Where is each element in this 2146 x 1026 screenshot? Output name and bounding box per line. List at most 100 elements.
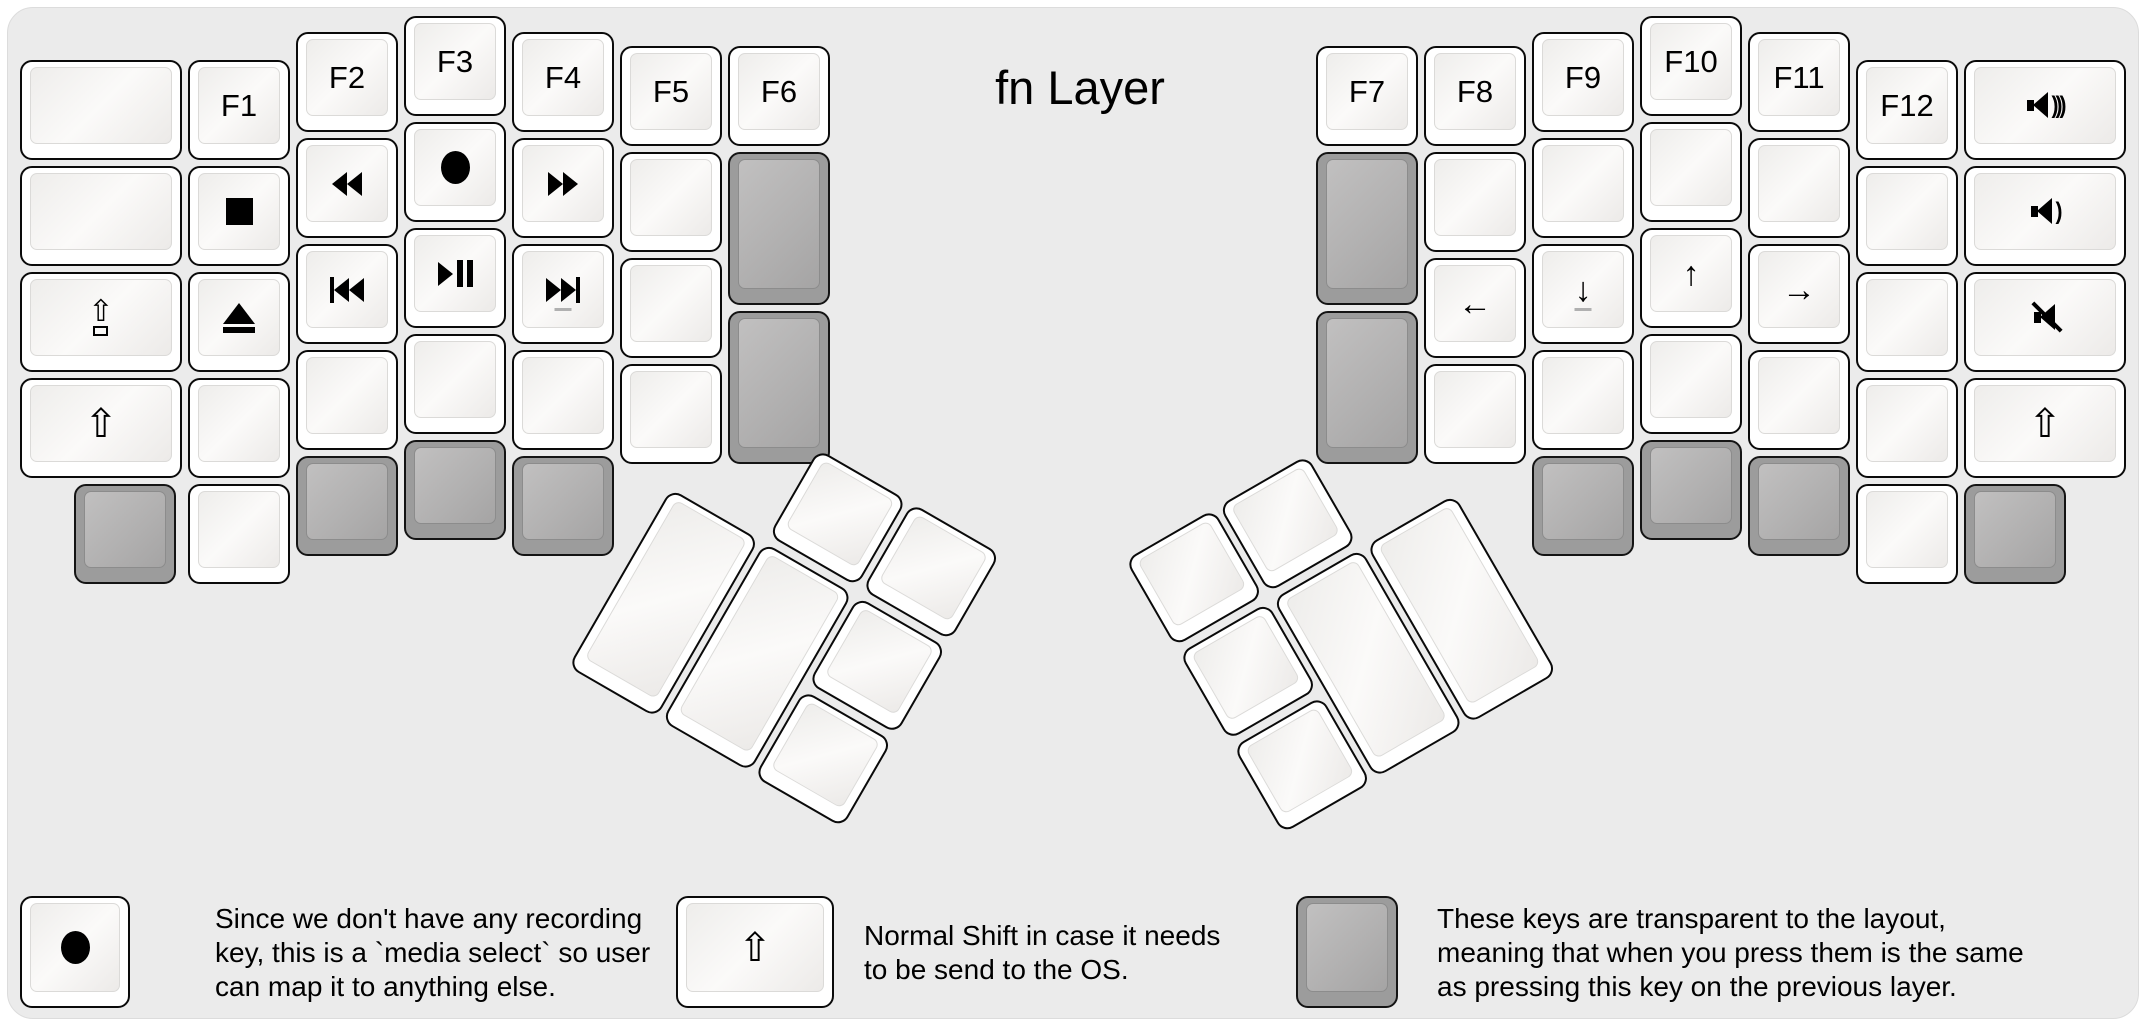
key-arrow-left[interactable]: ←: [1424, 258, 1526, 358]
keycap-top: [1326, 159, 1408, 289]
key-shift-left[interactable]: ⇧: [20, 378, 182, 478]
fast-forward-icon: [548, 171, 578, 196]
keycap-top: [1542, 145, 1624, 222]
key-shift-right[interactable]: ⇧: [1964, 378, 2126, 478]
key-rewind[interactable]: [296, 138, 398, 238]
key-blank[interactable]: [1856, 272, 1958, 372]
key-f10[interactable]: F10: [1640, 16, 1742, 116]
record-icon: [60, 931, 90, 964]
keycap-top: ⇧: [1974, 385, 2116, 462]
key-transparent[interactable]: [74, 484, 176, 584]
keycap-top: [84, 491, 166, 568]
key-transparent[interactable]: [1316, 152, 1418, 305]
key-blank[interactable]: [1748, 350, 1850, 450]
keycap-top: [414, 341, 496, 418]
key-blank[interactable]: [1856, 378, 1958, 478]
arrow-right-icon: →: [1782, 270, 1816, 309]
key-transparent[interactable]: [728, 152, 830, 305]
keycap-top: [1866, 279, 1948, 356]
key-blank[interactable]: [1748, 138, 1850, 238]
key-volume-down[interactable]: ): [1964, 166, 2126, 266]
key-f4[interactable]: F4: [512, 32, 614, 132]
key-f3[interactable]: F3: [404, 16, 506, 116]
key-blank[interactable]: [1856, 166, 1958, 266]
record-icon: [440, 151, 470, 184]
key-blank[interactable]: [1532, 138, 1634, 238]
key-caps-lock[interactable]: ⇧: [20, 272, 182, 372]
key-f8[interactable]: F8: [1424, 46, 1526, 146]
keycap-top: ): [1974, 173, 2116, 250]
keycap-top: [306, 357, 388, 434]
keycap-top: [1434, 371, 1516, 448]
key-label: F8: [1456, 73, 1494, 109]
keycap-top: ⇧: [30, 385, 172, 462]
shift-icon: ⇧: [84, 401, 118, 446]
key-volume-up[interactable]: ))): [1964, 60, 2126, 160]
keycap-top: F2: [306, 39, 388, 116]
key-f6[interactable]: F6: [728, 46, 830, 146]
key-label: F7: [1348, 73, 1386, 109]
keycap-top: F1: [198, 67, 280, 144]
key-next-track[interactable]: [512, 244, 614, 344]
key-eject[interactable]: [188, 272, 290, 372]
key-blank[interactable]: [1424, 152, 1526, 252]
key-blank[interactable]: [620, 152, 722, 252]
key-transparent[interactable]: [512, 456, 614, 556]
key-stop[interactable]: [188, 166, 290, 266]
key-f11[interactable]: F11: [1748, 32, 1850, 132]
key-f1[interactable]: F1: [188, 60, 290, 160]
keycap-top: F12: [1866, 67, 1948, 144]
key-blank[interactable]: [1640, 122, 1742, 222]
arrow-left-icon: ←: [1458, 284, 1492, 323]
key-arrow-down[interactable]: ↓: [1532, 244, 1634, 344]
key-transparent[interactable]: [296, 456, 398, 556]
key-transparent[interactable]: [1748, 456, 1850, 556]
keycap-top: [522, 357, 604, 434]
caps-lock-icon: ⇧: [88, 296, 114, 336]
key-transparent[interactable]: [728, 311, 830, 464]
next-track-icon: [546, 276, 580, 303]
key-transparent[interactable]: [1640, 440, 1742, 540]
key-f5[interactable]: F5: [620, 46, 722, 146]
key-blank[interactable]: [404, 334, 506, 434]
legend-note-normal-shift: Normal Shift in case it needs to be send…: [864, 919, 1220, 987]
keycap-top: [1542, 357, 1624, 434]
key-f7[interactable]: F7: [1316, 46, 1418, 146]
key-label: F4: [544, 59, 582, 95]
key-mute[interactable]: [1964, 272, 2126, 372]
keycap-top: [1866, 173, 1948, 250]
key-transparent[interactable]: [1532, 456, 1634, 556]
key-blank[interactable]: [188, 484, 290, 584]
key-arrow-up[interactable]: ↑: [1640, 228, 1742, 328]
key-blank[interactable]: [620, 258, 722, 358]
prev-track-icon: [330, 276, 364, 303]
legend-transparent-key: [1296, 896, 1398, 1008]
key-f12[interactable]: F12: [1856, 60, 1958, 160]
keycap-top: F4: [522, 39, 604, 116]
key-label: F10: [1664, 43, 1718, 79]
key-blank[interactable]: [620, 364, 722, 464]
key-label: F3: [436, 43, 474, 79]
key-blank[interactable]: [1532, 350, 1634, 450]
key-transparent[interactable]: [1964, 484, 2066, 584]
key-blank[interactable]: [1424, 364, 1526, 464]
key-transparent[interactable]: [1316, 311, 1418, 464]
keycap-top: F11: [1758, 39, 1840, 116]
key-fast-forward[interactable]: [512, 138, 614, 238]
key-f2[interactable]: F2: [296, 32, 398, 132]
key-media-select-record[interactable]: [404, 122, 506, 222]
key-play-pause[interactable]: [404, 228, 506, 328]
volume-down-icon: ): [2030, 198, 2063, 225]
key-prev-track[interactable]: [296, 244, 398, 344]
key-blank[interactable]: [20, 166, 182, 266]
key-f9[interactable]: F9: [1532, 32, 1634, 132]
key-blank[interactable]: [1640, 334, 1742, 434]
key-transparent[interactable]: [404, 440, 506, 540]
key-blank[interactable]: [1856, 484, 1958, 584]
key-arrow-right[interactable]: →: [1748, 244, 1850, 344]
key-blank[interactable]: [20, 60, 182, 160]
key-blank[interactable]: [512, 350, 614, 450]
key-blank[interactable]: [188, 378, 290, 478]
key-blank[interactable]: [296, 350, 398, 450]
